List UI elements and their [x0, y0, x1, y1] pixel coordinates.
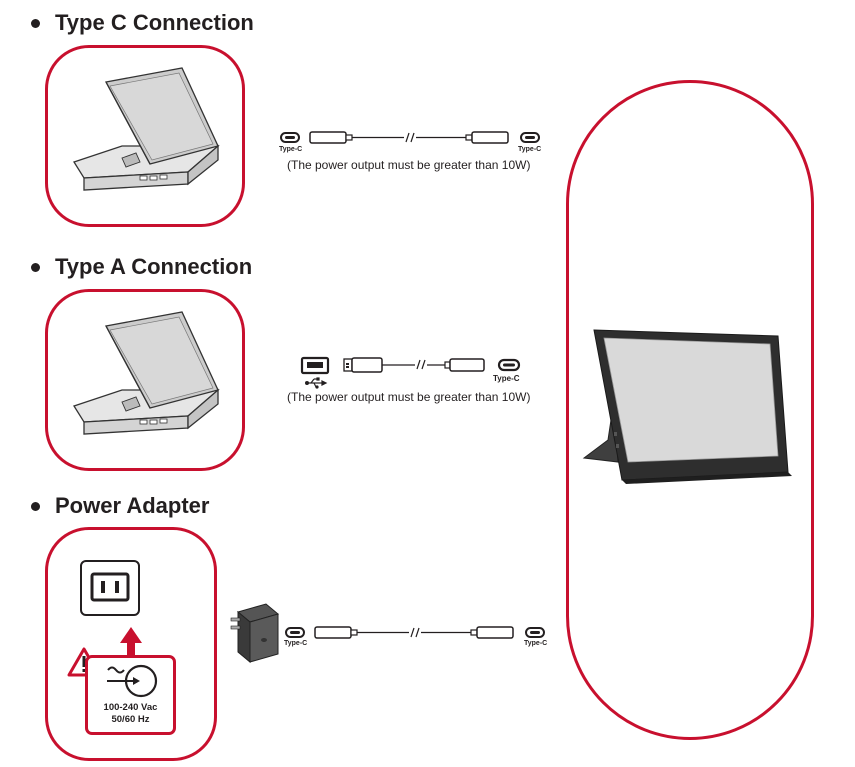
port-label-right: Type-C [518, 146, 542, 153]
voltage-spec: 100-240 Vac 50/60 Hz [87, 702, 174, 726]
power-input-box [85, 655, 176, 735]
power-note-type-c: (The power output must be greater than 1… [287, 158, 531, 172]
heading-power-adapter: Power Adapter [55, 493, 210, 518]
voltage-text: 100-240 Vac [103, 702, 158, 713]
heading-type-c: Type C Connection [55, 10, 254, 35]
power-adapter-illustration [230, 603, 280, 664]
up-arrow-icon [120, 627, 142, 657]
wall-outlet-icon [80, 560, 140, 616]
port-label-left: Type-C [284, 640, 308, 647]
port-label-right: Type-C [493, 374, 520, 383]
ac-input-icon [107, 664, 158, 698]
heading-type-a: Type A Connection [55, 254, 253, 279]
laptop-illustration [73, 67, 220, 191]
bullet-type-c [31, 19, 40, 28]
adapter-type-c-cable [285, 626, 545, 639]
portable-monitor-illustration [582, 329, 792, 484]
usb-symbol-icon [304, 377, 328, 389]
frequency-text: 50/60 Hz [111, 714, 150, 725]
usb-a-to-type-c-cable [300, 356, 521, 389]
port-label-left: Type-C [279, 146, 303, 153]
bullet-power-adapter [31, 502, 40, 511]
power-note-type-a: (The power output must be greater than 1… [287, 390, 531, 404]
port-label-right: Type-C [524, 640, 548, 647]
bullet-type-a [31, 263, 40, 272]
type-c-to-type-c-cable [280, 131, 540, 144]
laptop-illustration [73, 311, 220, 435]
